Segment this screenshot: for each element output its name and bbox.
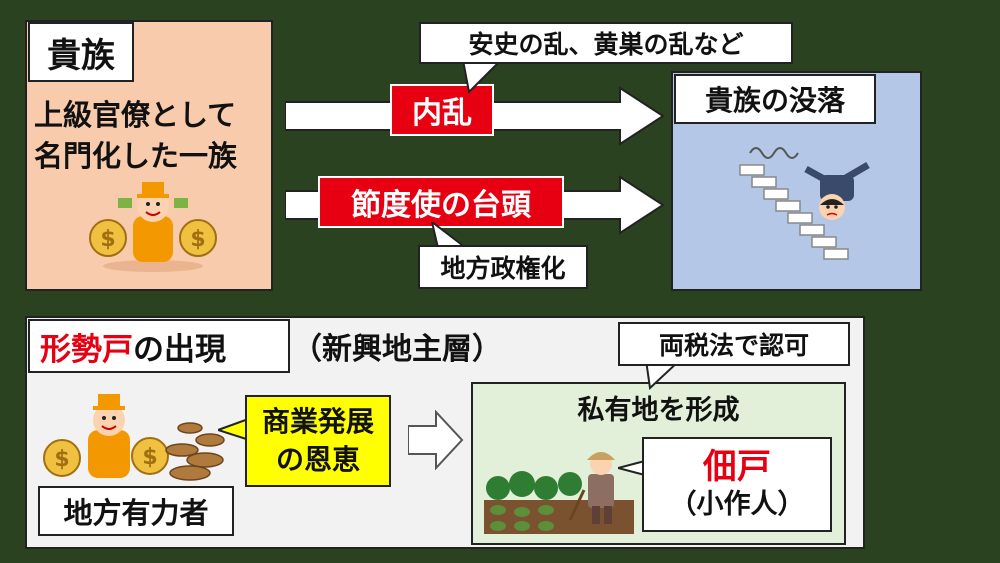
private-land-label: 私有地を形成 — [577, 395, 740, 426]
noble-desc-line1: 上級官僚として — [34, 98, 237, 132]
arrow-to-private-land — [408, 410, 464, 470]
tax-note: 両税法で認可 — [618, 322, 850, 366]
rebellion-callout-tail — [461, 60, 503, 94]
new-class-title-rest: の出現 — [133, 331, 226, 368]
local-power-note: 地方政権化 — [418, 245, 588, 289]
noble-title: 貴族 — [28, 22, 134, 82]
tenant-callout: 佃戸 （小作人） — [642, 437, 832, 532]
svg-text:$: $ — [142, 445, 157, 470]
civil-war-label: 内乱 — [390, 84, 494, 136]
local-magnate-label: 地方有力者 — [38, 486, 234, 536]
new-class-subtitle: （新興地主層） — [292, 332, 502, 367]
commerce-line1: 商業発展 — [261, 405, 374, 439]
svg-text:$: $ — [190, 227, 205, 252]
xingshihu-term: 形勢戸 — [40, 331, 133, 368]
commerce-line2: の恩恵 — [275, 443, 360, 476]
rich-man-illustration: $ $ — [89, 182, 217, 272]
farmer-illustration — [484, 452, 634, 534]
svg-text:$: $ — [100, 227, 115, 252]
noble-desc-line2: 名門化した一族 — [34, 139, 238, 173]
rebellion-note: 安史の乱、黄巣の乱など — [419, 22, 793, 64]
svg-text:$: $ — [54, 447, 69, 472]
commerce-callout: 商業発展 の恩恵 — [245, 395, 391, 487]
new-class-title: 形勢戸 の出現 — [28, 319, 290, 373]
tenant-term: 佃戸 — [703, 446, 771, 487]
falling-man-illustration — [739, 147, 870, 260]
decline-title: 貴族の没落 — [674, 74, 876, 124]
jiedushi-label: 節度使の台頭 — [318, 176, 564, 228]
tenant-subtitle: （小作人） — [669, 489, 805, 521]
local-magnate-illustration: $ $ — [43, 394, 225, 481]
